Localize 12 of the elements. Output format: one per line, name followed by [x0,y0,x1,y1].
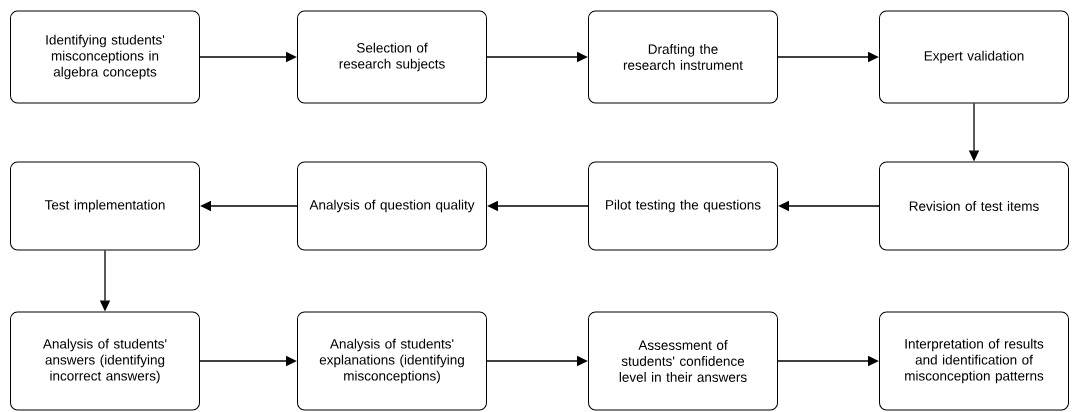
process-box: Assessment of students' confidence level in their answers [588,311,778,411]
process-box: Pilot testing the questions [588,161,778,251]
process-box: Analysis of students' explanations (identifying misconceptions) [297,311,487,411]
process-box: Identifying students' misconceptions in algebra concepts [10,10,200,104]
process-box: Selection of research subjects [297,10,487,104]
process-box: Expert validation [879,10,1069,104]
process-box: Interpretation of results and identification of misconception patterns [879,311,1069,411]
process-box: Analysis of students' answers (identifying incorrect answers) [10,311,200,411]
process-box: Analysis of question quality [297,161,487,251]
process-box: Revision of test items [879,161,1069,251]
process-box: Drafting the research instrument [588,10,778,104]
process-box: Test implementation [10,161,200,251]
